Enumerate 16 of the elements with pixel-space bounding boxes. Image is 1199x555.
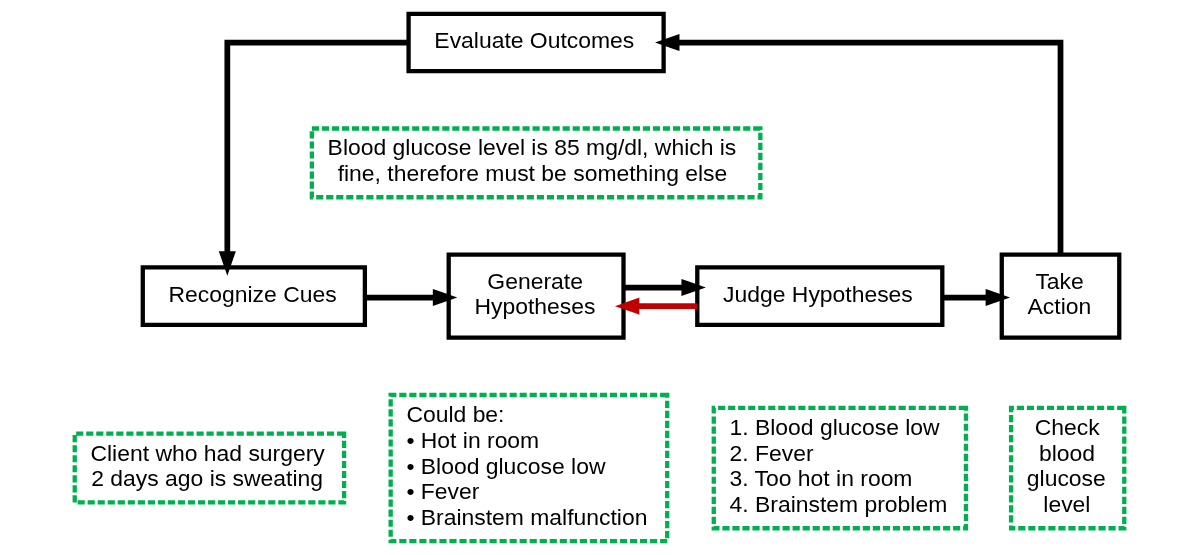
arrow [623,279,706,297]
node-box: 1. Blood glucose low 2. Fever 3. Too hot in room 4. Brainstem problem [711,405,969,531]
node-box: Blood glucose level is 85 mg/dl, which is fine, therefore must be something else [309,126,763,200]
arrow [218,39,409,276]
arrow [942,289,1011,307]
node-box: Client who had surgery 2 days ago is sweating [72,431,347,505]
node-box: Recognize Cues [140,265,368,327]
node-box: Generate Hypotheses [446,252,626,340]
arrow [365,289,458,307]
node-box: Evaluate Outcomes [406,11,666,74]
node-box: Could be: • Hot in room • Blood glucose low • Fever • Brainstem malfunction [388,392,670,544]
node-box: Judge Hypotheses [695,265,945,327]
node-box: Take Action [999,252,1122,340]
arrow [614,297,697,315]
arrow [655,33,1064,255]
node-box: Check blood glucose level [1008,405,1127,531]
